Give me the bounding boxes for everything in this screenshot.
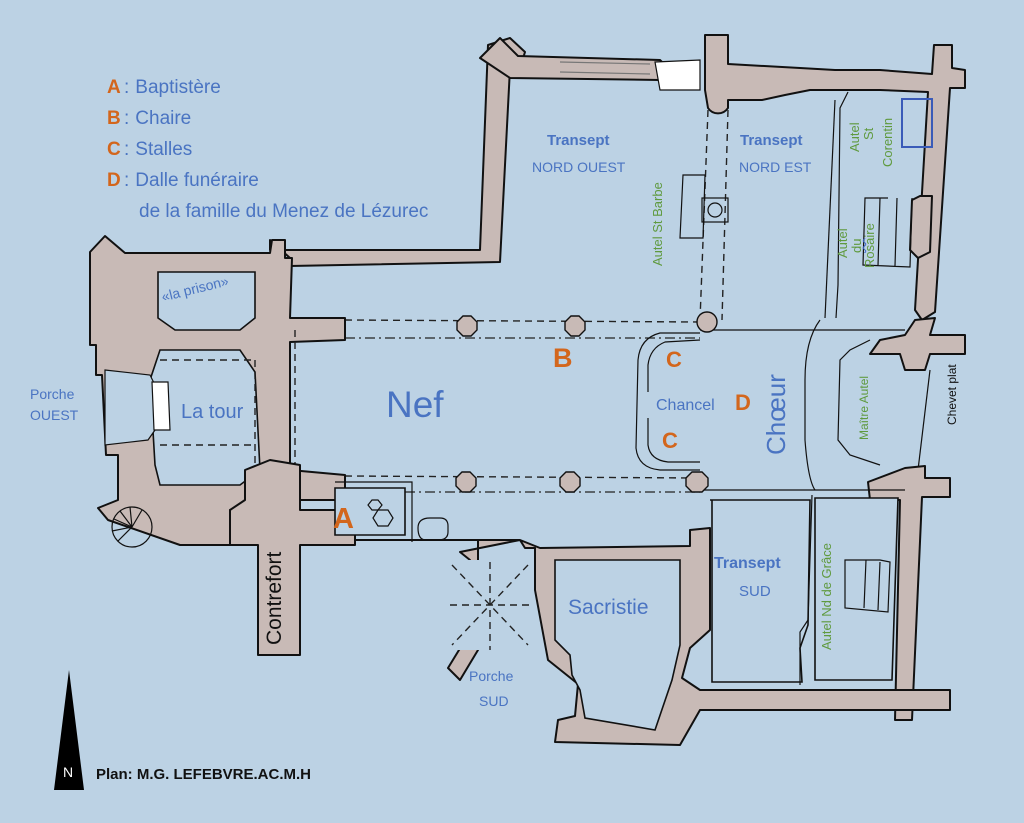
baptismal-font <box>367 499 394 527</box>
baptistery-room <box>334 487 406 536</box>
spiral-stair <box>111 506 153 548</box>
label-autel-st-corentin-3: Corentin <box>880 117 895 167</box>
legend-item-b: B : Chaire <box>107 108 428 139</box>
north-transept-east-line <box>835 91 849 319</box>
label-nef: Nef <box>386 384 444 425</box>
legend-item-c: C : Stalles <box>107 139 428 170</box>
label-transept-nord-est-2: NORD EST <box>739 159 812 175</box>
south-transept-east-room <box>814 497 899 681</box>
grace-altar-steps <box>844 559 891 613</box>
corentin-altar-box <box>901 98 933 148</box>
legend-label: Baptistère <box>135 77 221 98</box>
legend-continuation: de la famille du Menez de Lézurec <box>139 201 429 222</box>
label-transept-nord-est-1: Transept <box>740 132 803 149</box>
label-autel-nd-de-grace: Autel Nd de Grâce <box>819 543 834 650</box>
choir-screen-curve <box>804 319 821 491</box>
label-porche-sud-1: Porche <box>469 668 514 684</box>
label-transept-nord-ouest-2: NORD OUEST <box>532 159 626 175</box>
chevet-wall-middle <box>917 369 931 471</box>
prison-room <box>157 271 256 331</box>
west-door <box>151 381 171 431</box>
nave-pillars <box>455 311 718 493</box>
legend: A : Baptistère B : Chaire C : Stalles D … <box>107 77 428 232</box>
chevet-wall-south <box>867 465 951 721</box>
label-porche-ouest-1: Porche <box>30 386 75 402</box>
legend-key: D <box>107 170 121 191</box>
north-arrow-letter: N <box>63 764 74 780</box>
rosaire-wall-pier <box>909 195 933 259</box>
plan-credit: Plan: M.G. LEFEBVRE.AC.M.H <box>96 766 312 783</box>
interior-floor <box>290 318 940 500</box>
south-porch-vault <box>450 562 530 650</box>
label-autel-st-barbe: Autel St Barbe <box>650 182 665 266</box>
marker-c-stalles-north: C <box>666 347 682 372</box>
legend-label: Chaire <box>135 108 192 129</box>
label-transept-sud-1: Transept <box>714 555 781 572</box>
legend-separator: : <box>124 139 130 160</box>
legend-continuation-row: de la famille du Menez de Lézurec <box>107 201 428 232</box>
north-transept-divider <box>824 99 836 319</box>
legend-key: C <box>107 139 121 160</box>
baptistery-basin <box>417 517 449 541</box>
sacristie-room <box>554 559 681 731</box>
marker-d-dalle-funeraire: D <box>735 390 751 415</box>
altar-platform <box>837 339 881 466</box>
label-maitre-autel: Maître Autel <box>857 375 871 440</box>
label-chevet-plat: Chevet plat <box>945 364 959 425</box>
west-porch <box>104 369 156 446</box>
chevet-wall-north <box>869 317 966 371</box>
label-autel-st-corentin-2: St <box>861 127 876 140</box>
st-barbe-font <box>701 197 729 223</box>
label-sacristie: Sacristie <box>568 596 649 619</box>
north-transept-window <box>559 61 651 75</box>
legend-separator: : <box>124 108 130 129</box>
north-cross-pier <box>704 34 966 321</box>
legend-item-d: D : Dalle funéraire <box>107 170 428 201</box>
contrefort-wall <box>229 459 356 656</box>
label-chancel: Chancel <box>656 397 715 414</box>
baptistery-frame <box>335 481 413 542</box>
south-transept-east-line <box>799 494 813 685</box>
legend-label: Stalles <box>135 139 193 160</box>
north-transept-arcade-2 <box>721 109 729 321</box>
legend-separator: : <box>124 77 130 98</box>
label-porche-ouest-2: OUEST <box>30 407 79 423</box>
label-autel-rosaire-3: Rosaire <box>862 223 877 268</box>
north-arrow: N <box>54 670 84 797</box>
chancel-stalls-inner <box>647 339 701 463</box>
legend-label: Dalle funéraire <box>135 170 259 191</box>
south-transept-room <box>710 499 811 683</box>
chancel-stalls-outline <box>635 332 700 471</box>
label-autel-st-corentin-1: Autel <box>847 122 862 152</box>
marker-a-baptistere: A <box>333 503 354 535</box>
label-contrefort: Contrefort <box>263 551 286 645</box>
label-autel-rosaire-1: Autel <box>835 228 850 258</box>
label-porche-sud-2: SUD <box>479 693 509 709</box>
label-choeur: Chœur <box>761 374 791 455</box>
north-arrow-icon <box>54 670 84 790</box>
north-stair-block <box>654 59 701 91</box>
label-la-tour: La tour <box>181 401 244 423</box>
marker-c-stalles-south: C <box>662 428 678 453</box>
legend-key: A <box>107 77 121 98</box>
legend-key: B <box>107 108 121 129</box>
legend-separator: : <box>124 170 130 191</box>
legend-item-a: A : Baptistère <box>107 77 428 108</box>
label-transept-sud-2: SUD <box>739 583 771 600</box>
marker-b-chaire: B <box>553 343 573 373</box>
label-transept-nord-ouest-1: Transept <box>547 132 610 149</box>
rosaire-altar-steps <box>862 197 913 268</box>
st-barbe-altar <box>679 174 706 239</box>
